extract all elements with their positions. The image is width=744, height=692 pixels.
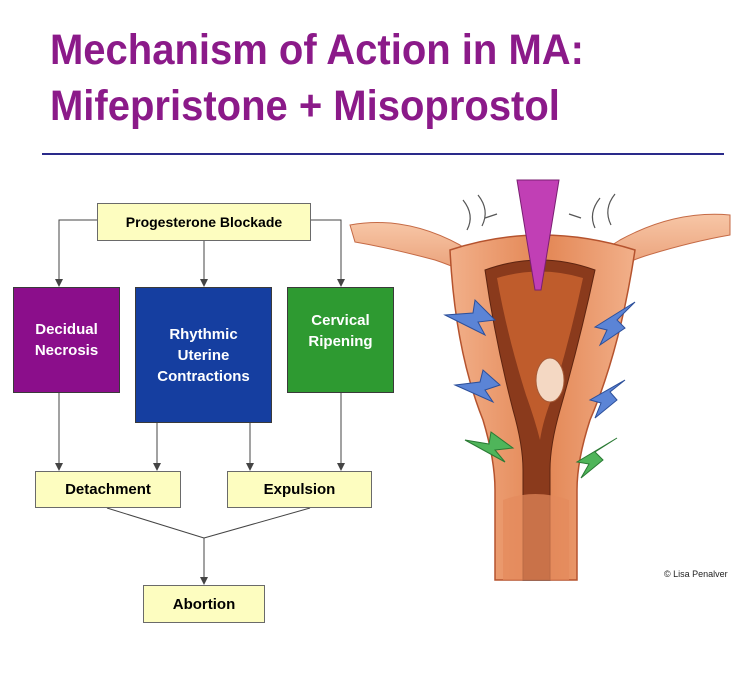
page-title: Mechanism of Action in MA: Mifepristone … [50, 22, 730, 134]
decidual-necrosis-box: Decidual Necrosis [13, 287, 120, 393]
pink-arrow-icon [516, 179, 560, 291]
decidual-necrosis-line-1: Decidual [35, 321, 98, 338]
rhythmic-line-2: Uterine [177, 346, 230, 364]
decidual-necrosis-line-2: Necrosis [34, 342, 99, 359]
title-divider [42, 153, 724, 155]
abortion-label: Abortion [172, 595, 236, 613]
illustration-credit: © Lisa Penalver [664, 569, 728, 579]
cervical-ripening-line-2: Ripening [308, 333, 373, 350]
gestational-sac [535, 357, 565, 403]
motion-lines [462, 193, 616, 231]
detachment-label: Detachment [65, 481, 151, 498]
cervical-ripening-box: Cervical Ripening [287, 287, 394, 393]
green-arrow-icon [464, 431, 618, 479]
expulsion-box: Expulsion [227, 471, 372, 508]
connector-top-to-decidual [55, 219, 97, 287]
endometrium [497, 271, 583, 440]
progesterone-blockade-label: Progesterone Blockade [125, 213, 283, 230]
cervical-canal [503, 494, 569, 580]
detachment-box: Detachment [35, 471, 181, 508]
uterus-illustration [349, 179, 731, 581]
rhythmic-line-1: Rhythmic [169, 325, 238, 343]
rhythmic-line-3: Contractions [157, 367, 250, 385]
progesterone-blockade-box: Progesterone Blockade [97, 203, 311, 241]
rhythmic-uterine-contractions-box: Rhythmic Uterine Contractions [135, 287, 272, 423]
connector-detachment-merge [106, 507, 205, 539]
cervical-ripening-line-1: Cervical [311, 312, 370, 329]
title-line-2: Mifepristone + Misoprostol [50, 82, 560, 130]
blue-arrow-icon [443, 298, 636, 419]
title-line-1: Mechanism of Action in MA: [50, 26, 584, 74]
connector-top-to-cervical [311, 219, 345, 287]
connector-expulsion-merge [203, 507, 311, 539]
abortion-box: Abortion [143, 585, 265, 623]
expulsion-label: Expulsion [263, 481, 336, 498]
